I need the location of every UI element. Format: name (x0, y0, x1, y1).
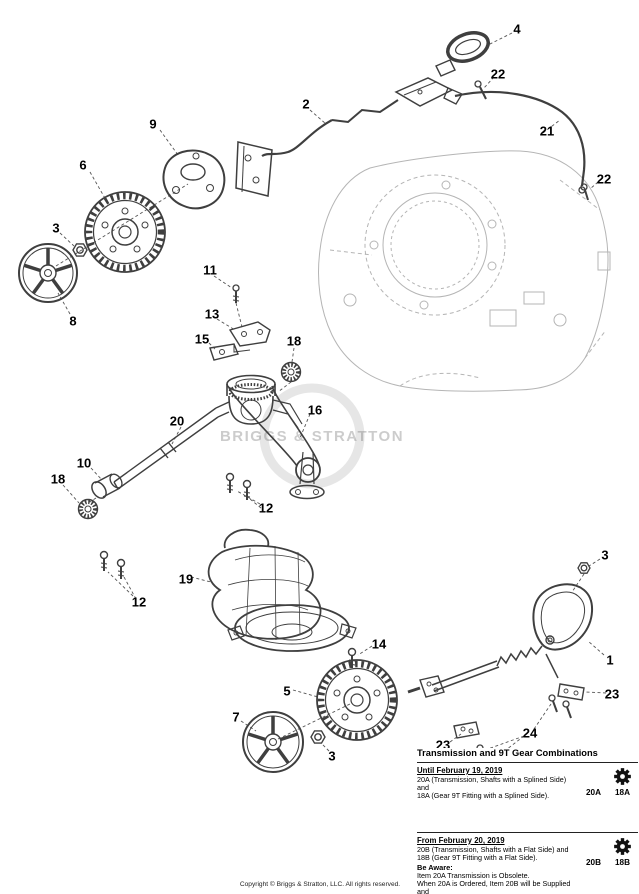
callout-10: 10 (76, 455, 92, 471)
callout-12: 12 (258, 500, 274, 516)
callout-1: 1 (606, 652, 614, 668)
cable-2-part (235, 119, 333, 197)
cable-21-part (454, 90, 586, 194)
callout-23: 23 (604, 686, 620, 702)
callout-15: 15 (194, 331, 210, 347)
brand-watermark: BRIGGS & STRATTON (220, 383, 404, 489)
legend-heading-until: Until February 19, 2019 (417, 766, 503, 775)
legend-line: Item 20A Transmission is Obsolete. (417, 871, 530, 880)
copyright-line: Copyright © Briggs & Stratton, LLC. All … (239, 881, 401, 888)
hubcap-7-part (242, 711, 304, 773)
callout-19: 19 (178, 571, 194, 587)
callout-12: 12 (131, 594, 147, 610)
pan-part (227, 604, 357, 652)
gear-18-lower-part (77, 498, 99, 520)
callout-22: 22 (490, 66, 506, 82)
be-aware-heading: Be Aware: (417, 863, 453, 872)
hubcap-8-part (18, 243, 78, 303)
legend-line: When 20A is Ordered, Item 20B will be Su… (417, 879, 571, 894)
callout-21: 21 (539, 123, 555, 139)
clip-23-parts (453, 683, 585, 739)
legend-line: 20A (Transmission, Shafts with a Splined… (417, 775, 567, 792)
bracket-15-part (209, 343, 239, 361)
callout-13: 13 (204, 306, 220, 322)
callout-7: 7 (232, 709, 240, 725)
legend-title: Transmission and 9T Gear Combinations (417, 748, 638, 763)
transmission-20a-label: 20A (585, 788, 602, 797)
cover-plate-9-part (162, 149, 226, 210)
callout-5: 5 (283, 683, 291, 699)
callout-8: 8 (69, 313, 77, 329)
callout-3: 3 (328, 748, 336, 764)
transmission-20b-label: 20B (585, 858, 602, 867)
callout-18: 18 (286, 333, 302, 349)
bail-handle-part (435, 31, 490, 77)
callout-14: 14 (371, 636, 387, 652)
nut-3-right-part (577, 562, 591, 574)
screw-11-part (232, 284, 240, 303)
gear-9t-icon (614, 768, 631, 787)
callout-20: 20 (169, 413, 185, 429)
legend-panel: Transmission and 9T Gear Combinations Un… (417, 748, 638, 894)
gear-18a-label: 18A (614, 788, 631, 797)
callout-22: 22 (596, 171, 612, 187)
callout-2: 2 (302, 96, 310, 112)
callout-9: 9 (149, 116, 157, 132)
callout-11: 11 (203, 262, 217, 278)
callout-16: 16 (307, 402, 323, 418)
bracket-13-part (228, 321, 271, 353)
callout-18: 18 (50, 471, 66, 487)
legend-line: 20B (Transmission, Shafts with a Flat Si… (417, 845, 569, 854)
nut-3-upper-part (72, 243, 88, 257)
legend-heading-from: From February 20, 2019 (417, 836, 505, 845)
wheel-5-part (316, 659, 398, 741)
callout-24: 24 (522, 725, 538, 741)
legend-line: 18A (Gear 9T Fitting with a Splined Side… (417, 791, 550, 800)
mower-deck-outline (318, 150, 611, 392)
height-adjuster-1-part (407, 583, 593, 698)
callout-4: 4 (513, 21, 521, 37)
callout-6: 6 (79, 157, 87, 173)
gear-18-upper-part (280, 361, 302, 383)
belt-guard-19-part (207, 528, 322, 641)
screw-22-parts (474, 80, 589, 201)
gear-9t-icon (614, 838, 631, 857)
legend-line: 18B (Gear 9T Fitting with a Flat Side). (417, 853, 538, 862)
nut-3-bottom-part (310, 730, 326, 744)
gear-18b-label: 18B (614, 858, 631, 867)
coupling-10-part (91, 473, 123, 499)
svg-text:BRIGGS & STRATTON: BRIGGS & STRATTON (220, 428, 404, 445)
belt-16-part (228, 385, 321, 483)
callout-3: 3 (52, 220, 60, 236)
control-assembly-part (331, 77, 463, 124)
leader-lines (55, 32, 607, 754)
legend-section-from: From February 20, 2019 20B (Transmission… (417, 832, 638, 894)
callout-3: 3 (601, 547, 609, 563)
wheel-6-part (84, 191, 166, 273)
legend-section-until: Until February 19, 2019 20A (Transmissio… (417, 763, 638, 832)
bolt-12-parts (99, 472, 252, 579)
